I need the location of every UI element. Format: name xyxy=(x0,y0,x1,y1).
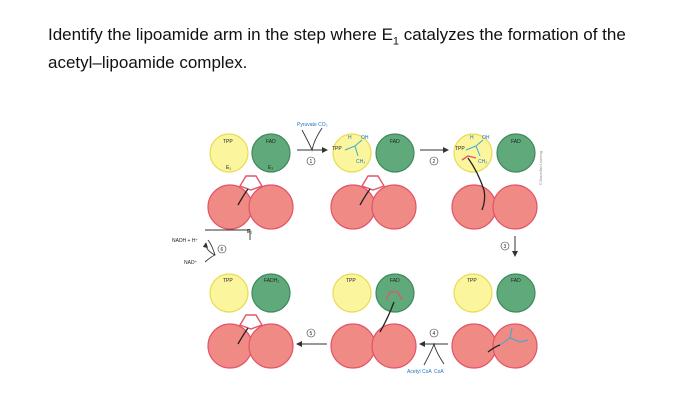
fad-label: FAD xyxy=(511,139,521,145)
tpp-label: TPP xyxy=(223,139,233,145)
step-5-arrow: 5 xyxy=(296,328,327,347)
oh-label: OH xyxy=(361,135,369,141)
question-prefix: Identify the lipoamide arm in the step w… xyxy=(48,25,393,44)
step-2-label: 2 xyxy=(433,159,436,165)
h-label: H xyxy=(470,135,474,141)
e2-circle-right xyxy=(371,323,417,369)
tpp-label: TPP xyxy=(467,278,477,284)
lipoamide-arm xyxy=(487,344,501,353)
panel-3: TPP FAD H OH CH₃ © Macmillan Learning xyxy=(451,133,543,230)
ch3-label: CH₃ xyxy=(356,159,365,165)
e2-circle-right xyxy=(248,184,294,230)
nad-label: NAD⁺ xyxy=(184,260,198,266)
e3-fadh2-circle xyxy=(251,273,291,313)
fad-label: FAD xyxy=(390,278,400,284)
e3-fad-circle xyxy=(496,133,536,173)
e3-fad-circle xyxy=(496,273,536,313)
e1-tpp-circle xyxy=(332,133,372,173)
question-subscript: 1 xyxy=(392,35,400,48)
lipoamide-arm xyxy=(237,327,249,345)
lipoamide-arm xyxy=(467,157,486,211)
coa-label: CoA xyxy=(434,369,444,375)
lipoamide-ring xyxy=(360,175,386,191)
lipoamide-arm xyxy=(237,188,249,206)
e1-tpp-circle xyxy=(453,273,493,313)
e2-bottom-label: E₂ xyxy=(247,229,252,235)
e1-tpp-circle xyxy=(209,133,249,173)
lipoamide-arm xyxy=(379,301,395,333)
step-3-arrow: 3 xyxy=(500,236,518,257)
step-2-arrow: 2 xyxy=(420,147,449,166)
e2-circle-left xyxy=(451,323,497,369)
e2-circle-left xyxy=(207,323,253,369)
step-4-label: 4 xyxy=(433,331,436,337)
tpp-label: TPP xyxy=(332,146,342,152)
fad-label: FAD xyxy=(266,139,276,145)
ch3-label: CH₃ xyxy=(478,159,487,165)
panel-1: TPP FAD E₁ E₃ xyxy=(207,133,294,230)
panel-5: TPP FAD xyxy=(330,273,417,369)
e3-fad-circle xyxy=(375,133,415,173)
e2-circle-right xyxy=(248,323,294,369)
step-6-label: 6 xyxy=(221,247,224,253)
question-text: Identify the lipoamide arm in the step w… xyxy=(48,24,648,74)
step-4-arrow: 4 Acetyl CoA CoA xyxy=(407,328,448,375)
e3-label: E₃ xyxy=(268,165,273,171)
tpp-label: TPP xyxy=(346,278,356,284)
step-1-arrow: Pyruvate CO₂ 1 xyxy=(297,122,328,166)
fadh2-label: FADH₂ xyxy=(264,278,279,284)
e1-label: E₁ xyxy=(226,165,231,171)
reduced-lipoamide xyxy=(385,291,403,301)
e1-tpp-circle xyxy=(453,133,493,173)
fad-label: FAD xyxy=(511,278,521,284)
panel-6: TPP FAD xyxy=(451,273,538,369)
credit-text: © Macmillan Learning xyxy=(539,151,543,185)
panel-2: TPP FAD H OH CH₃ xyxy=(330,133,417,230)
pyruvate-co2-label: Pyruvate CO₂ xyxy=(297,122,328,128)
step-6-arrow: E₂ 6 NADH + H⁺ NAD⁺ xyxy=(172,229,252,266)
fad-label: FAD xyxy=(390,139,400,145)
step-3-label: 3 xyxy=(504,244,507,250)
acetyl-coa-label: Acetyl CoA xyxy=(407,369,432,375)
e2-circle-left xyxy=(330,323,376,369)
e2-circle-left xyxy=(207,184,253,230)
tpp-label: TPP xyxy=(223,278,233,284)
e2-circle-right xyxy=(371,184,417,230)
hydroxyethyl-group xyxy=(465,139,484,157)
step-1-label: 1 xyxy=(310,159,313,165)
e2-circle-right xyxy=(492,184,538,230)
question-suffix: catalyzes the formation of the acetyl–li… xyxy=(48,25,626,73)
e3-fad-circle xyxy=(375,273,415,313)
lipoamide-ring-open xyxy=(461,155,477,161)
hydroxyethyl-group xyxy=(344,139,363,157)
e1-tpp-circle xyxy=(332,273,372,313)
panel-4: TPP FADH₂ xyxy=(207,273,294,369)
e3-fad-circle xyxy=(251,133,291,173)
e2-circle-right xyxy=(492,323,538,369)
e2-circle-left xyxy=(451,184,497,230)
tpp-label: TPP xyxy=(455,146,465,152)
acetyl-lipoamide-arm xyxy=(499,327,529,346)
lipoamide-arm xyxy=(359,188,371,206)
step-5-label: 5 xyxy=(310,331,313,337)
e1-tpp-circle xyxy=(209,273,249,313)
lipoamide-ring xyxy=(238,314,264,330)
oh-label: OH xyxy=(482,135,490,141)
lipoamide-ring xyxy=(238,175,264,191)
nadh-label: NADH + H⁺ xyxy=(172,238,198,244)
h-label: H xyxy=(348,135,352,141)
